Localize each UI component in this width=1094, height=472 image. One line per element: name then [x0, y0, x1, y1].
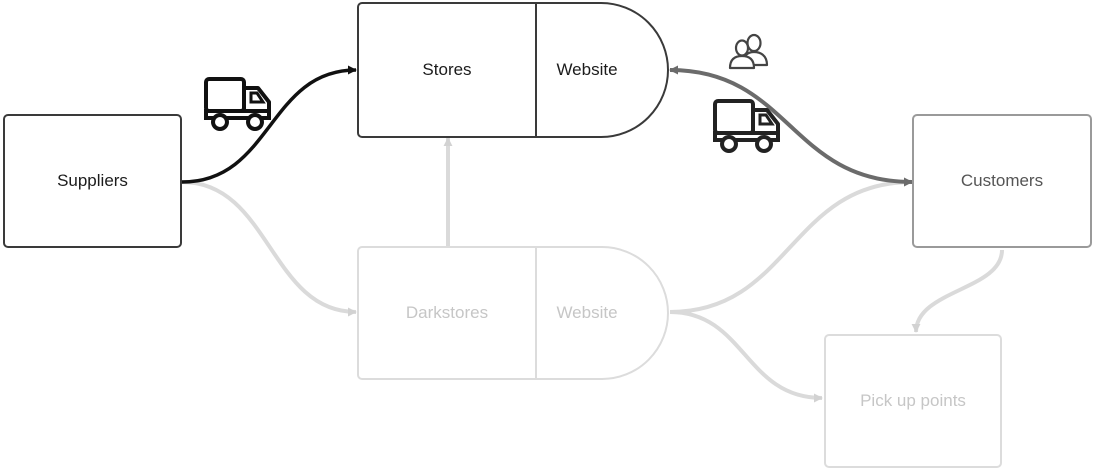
connector-customers-pickup — [911, 249, 1004, 333]
stores-node: Stores — [357, 2, 537, 138]
stores-website-node: Website — [535, 2, 669, 138]
customers-label: Customers — [960, 171, 1044, 190]
darkstores-node: Darkstores — [357, 246, 537, 380]
suppliers-label: Suppliers — [57, 171, 128, 190]
darkstores-website-node: Website — [535, 246, 669, 380]
pickup-points-label: Pick up points — [860, 391, 966, 410]
darkstores-website-label: Website — [556, 303, 618, 322]
pickup-points-node: Pick up points — [824, 334, 1002, 468]
people-icon — [728, 33, 769, 70]
connector-stores-website-customers — [669, 65, 913, 187]
truck-icon — [713, 99, 780, 153]
connector-website-pickup — [669, 310, 823, 403]
stores-label: Stores — [422, 60, 472, 79]
customers-node: Customers — [912, 114, 1092, 248]
darkstores-label: Darkstores — [405, 303, 489, 322]
stores-website-label: Website — [556, 60, 618, 79]
suppliers-node: Suppliers — [3, 114, 182, 248]
connector-suppliers-stores — [181, 65, 357, 184]
truck-icon — [204, 77, 271, 131]
connector-suppliers-darkstores — [181, 180, 357, 317]
connector-website-customers — [669, 177, 913, 314]
